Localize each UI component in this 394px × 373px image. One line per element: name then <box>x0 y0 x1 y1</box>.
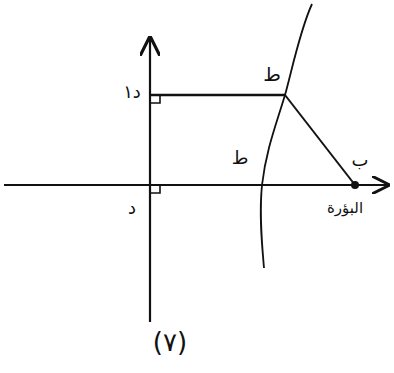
figure-number: (٧) <box>153 328 187 357</box>
point-label: د <box>128 198 136 218</box>
focus-point <box>351 181 359 189</box>
perpendicular-segment <box>150 94 285 97</box>
x-axis <box>4 184 388 186</box>
point-label: ط <box>232 148 249 168</box>
point-label: البؤرة <box>327 200 363 217</box>
right-angle-mark <box>150 95 160 103</box>
point-label: ب <box>352 150 369 170</box>
directrix-axis <box>149 38 151 322</box>
focal-segment <box>285 95 355 185</box>
parabola-curve <box>261 4 312 268</box>
right-angle-mark <box>150 185 160 193</box>
point-label: د١ <box>123 82 141 102</box>
point-label: ط <box>263 64 281 85</box>
